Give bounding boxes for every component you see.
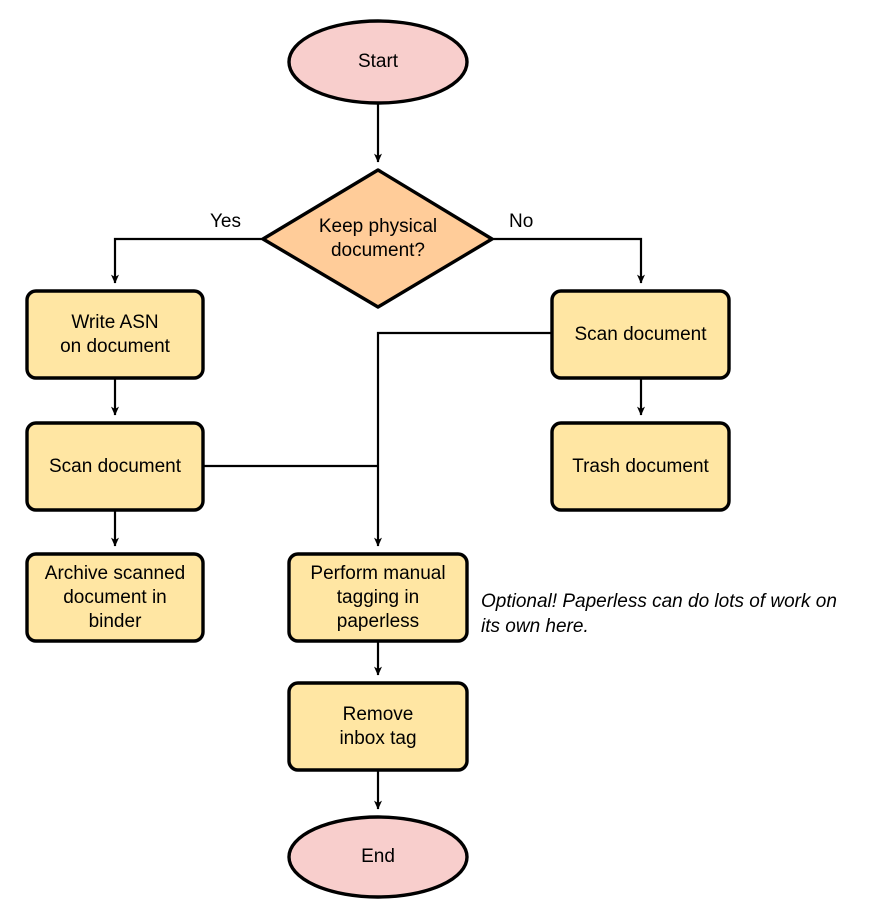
node-scan-document-right[interactable] — [550, 289, 731, 380]
edge-label-yes: Yes — [210, 211, 241, 232]
node-decision-keep-physical-document[interactable] — [261, 168, 494, 309]
node-scan-document-left[interactable] — [25, 421, 205, 512]
node-remove-inbox-tag[interactable] — [287, 681, 469, 772]
node-write-asn-on-document[interactable] — [25, 289, 205, 380]
node-perform-manual-tagging-in-paperless[interactable] — [287, 552, 469, 643]
edge-decision-no-to-scan-right — [492, 237, 645, 284]
connector-layer — [111, 103, 645, 810]
node-start[interactable] — [287, 19, 469, 105]
node-trash-document[interactable] — [550, 421, 731, 512]
optional-note: Optional! Paperless can do lots of work … — [481, 591, 837, 637]
node-archive-scanned-document-in-binder[interactable] — [25, 552, 205, 643]
edge-scan-right-to-tagging — [374, 331, 552, 547]
edge-label-no: No — [509, 211, 534, 232]
edge-decision-yes-to-write-asn — [111, 237, 263, 284]
node-end[interactable] — [287, 815, 469, 899]
